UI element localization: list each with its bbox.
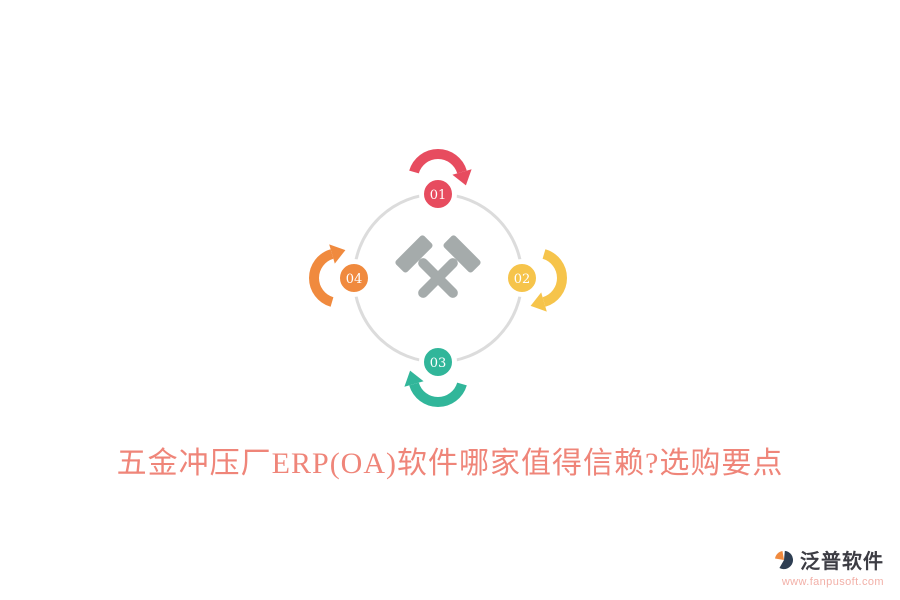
step-badge-02-label: 02 [514,272,531,287]
crossed-hammers-icon [395,235,481,298]
cycle-arrow-bottom [404,370,467,407]
fanpu-logo-icon [775,550,794,569]
brand-footer: 泛普软件 www.fanpusoft.com [773,545,884,588]
cycle-arrow-right [530,249,567,312]
brand-row: 泛普软件 [773,545,884,574]
process-cycle-diagram: 01 02 03 04 [268,108,608,448]
arrow-head-right [530,292,547,312]
arrow-head-bottom [404,370,424,387]
page-title: 五金冲压厂ERP(OA)软件哪家值得信赖?选购要点 [116,447,784,480]
website-url: www.fanpusoft.com [781,576,884,588]
brand-name: 泛普软件 [800,551,884,573]
step-badge-03-label: 03 [430,356,447,371]
step-badge-04-label: 04 [346,272,363,287]
cycle-arrow-left [309,244,346,307]
cycle-arrow-top [409,149,472,186]
arrow-head-left [329,244,346,264]
arrow-head-top [452,169,472,186]
step-badge-04: 04 [335,259,373,297]
step-badge-02: 02 [503,259,541,297]
cycle-diagram-svg: 01 02 03 04 [309,149,567,407]
step-badge-01: 01 [419,175,457,213]
step-badge-03: 03 [419,343,457,381]
step-badge-01-label: 01 [430,188,447,203]
